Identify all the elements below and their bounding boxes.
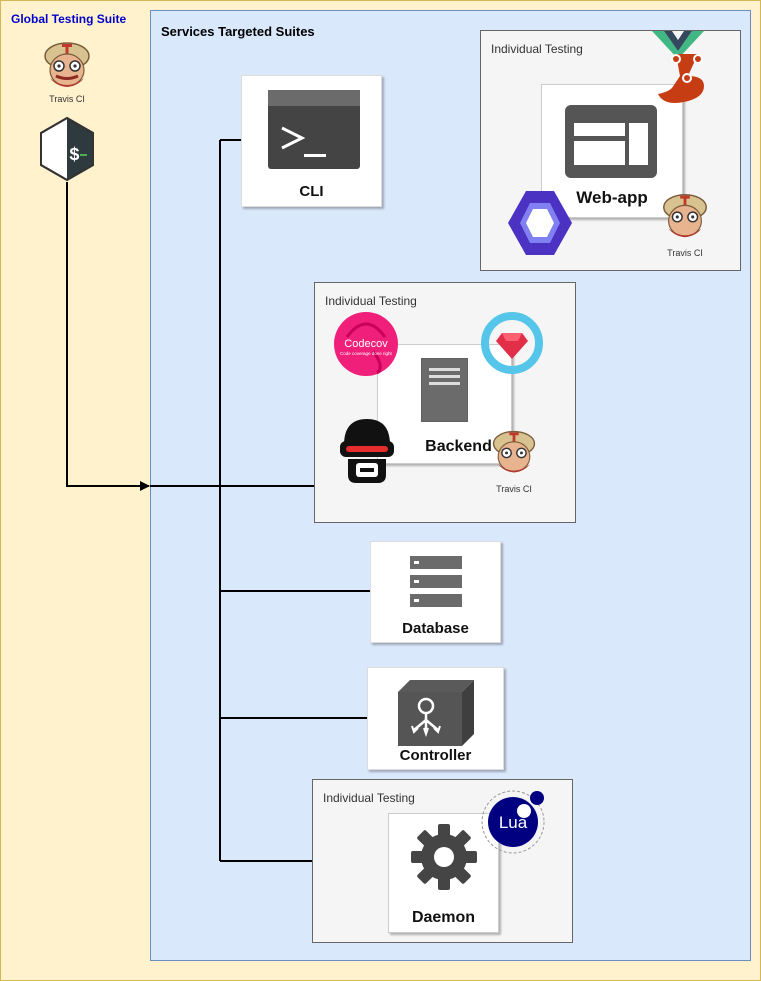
daemon-node: Daemon [388, 813, 499, 933]
travis-ci-icon [657, 188, 713, 244]
ruby-icon [480, 311, 544, 375]
webapp-group-title: Individual Testing [491, 42, 583, 56]
webapp-node: Web-app [541, 84, 683, 218]
webapp-label: Web-app [576, 188, 648, 207]
terminal-icon [268, 90, 360, 169]
gear-icon [409, 822, 479, 892]
global-to-services-edge [66, 182, 150, 491]
database-label: Database [402, 620, 469, 637]
server-icon [420, 357, 469, 423]
travis-ci-icon [487, 425, 541, 479]
lua-label: Lua [498, 813, 528, 832]
cli-node: CLI [241, 75, 382, 207]
controller-label: Controller [399, 747, 472, 764]
codecov-icon [333, 311, 399, 377]
daemon-group-title: Individual Testing [323, 791, 415, 805]
database-node: Database [370, 541, 501, 643]
travis-ci-icon [38, 36, 96, 94]
lua-icon [480, 789, 546, 855]
jest-icon [654, 50, 712, 110]
travis-ci-label: Travis CI [667, 248, 703, 258]
backend-label: Backend [425, 438, 492, 455]
bash-shell-icon: $ [38, 116, 96, 182]
codecov-tagline: Code coverage done right. [340, 351, 392, 356]
web-layout-icon [565, 105, 657, 178]
services-targeted-suites-title: Services Targeted Suites [161, 24, 315, 39]
database-icon [410, 556, 462, 607]
travis-ci-label: Travis CI [496, 484, 532, 494]
svg-text:$: $ [69, 146, 80, 166]
controller-box-icon [398, 680, 474, 746]
cli-label: CLI [299, 183, 324, 200]
controller-node: Controller [367, 667, 504, 770]
rubocop-icon [338, 417, 396, 485]
daemon-label: Daemon [411, 909, 476, 926]
backend-group-title: Individual Testing [325, 294, 417, 308]
codecov-name: Codecov [344, 338, 388, 350]
eslint-icon [506, 189, 574, 257]
travis-ci-label: Travis CI [49, 94, 85, 104]
global-testing-suite-title: Global Testing Suite [11, 12, 127, 26]
vue-icon [652, 31, 704, 59]
